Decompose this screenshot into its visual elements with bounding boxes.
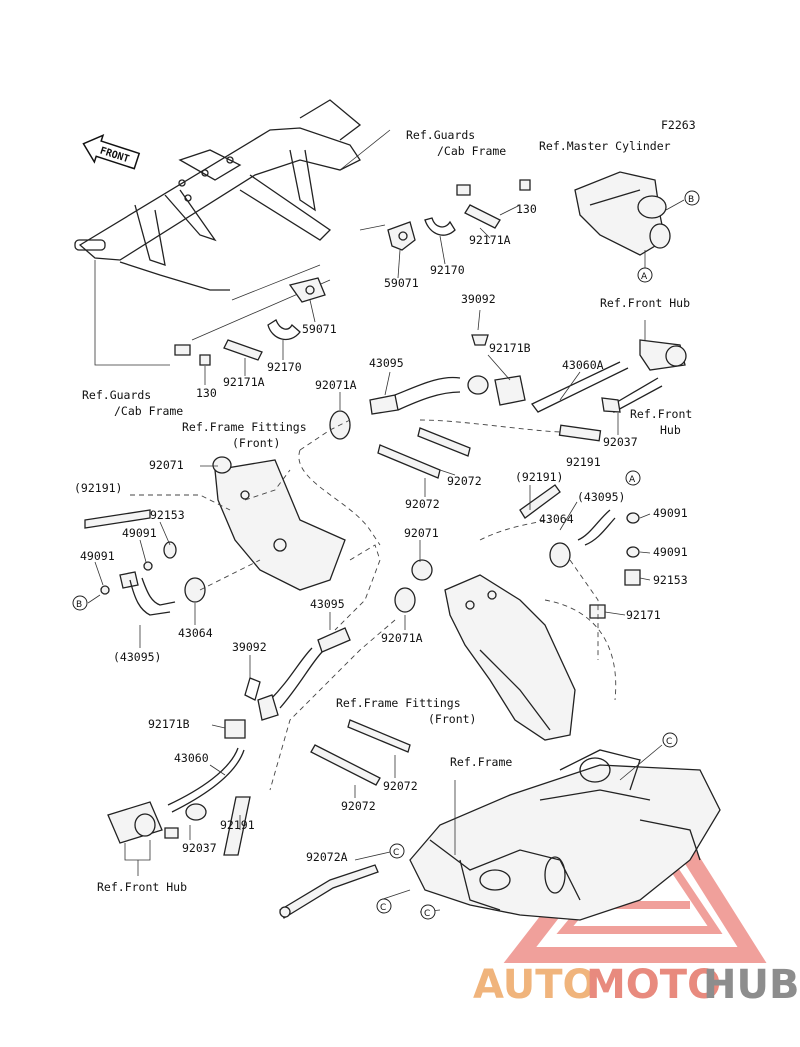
- part-43064-left: 43064: [178, 626, 213, 640]
- callout-circles: B A A B C C C C: [72, 190, 700, 920]
- part-43095-mid: 43095: [310, 597, 345, 611]
- part-92191-bottom: 92191: [220, 818, 255, 832]
- part-59071-top: 59071: [384, 276, 419, 290]
- part-92153-right: 92153: [653, 573, 688, 587]
- part-92191-right: 92191: [566, 455, 601, 469]
- ref-guards-left-2: /Cab Frame: [114, 404, 183, 418]
- front-hub-left-drawing: [107, 719, 251, 876]
- part-39092-bottom: 39092: [232, 640, 267, 654]
- part-130-mid: 130: [196, 386, 217, 400]
- part-92072-c: 92072: [383, 779, 418, 793]
- part-92191-paren-left: (92191): [74, 481, 122, 495]
- ref-front-hub-bottom: Ref.Front Hub: [97, 880, 187, 894]
- part-92037-right: 92037: [603, 435, 638, 449]
- part-92072-b: 92072: [405, 497, 440, 511]
- callout-b-left: [72, 595, 88, 611]
- part-92153-left: 92153: [150, 508, 185, 522]
- watermark-moto: MOTO: [586, 962, 721, 1008]
- callout-c-frame: [662, 732, 678, 748]
- callout-a-top-text: A: [641, 272, 648, 282]
- labels: F2263 Ref.Guards /Cab Frame Ref.Master C…: [74, 118, 696, 894]
- hose-assembly-left: [84, 494, 261, 616]
- part-92037-bottom: 92037: [182, 841, 217, 855]
- watermark-text: AUTO MOTO HUB: [473, 962, 799, 1008]
- part-92071a-mid: 92071A: [381, 631, 423, 645]
- master-cylinder-drawing: [574, 171, 685, 270]
- part-92171b-top: 92171B: [489, 341, 531, 355]
- hose-assembly-middle: [244, 544, 396, 791]
- part-49091-right-b: 49091: [653, 545, 688, 559]
- hose-assembly-upper: [298, 334, 602, 546]
- bracket-59071-mid: [174, 277, 326, 366]
- ref-master-cylinder: Ref.Master Cylinder: [539, 139, 671, 153]
- ref-frame: Ref.Frame: [450, 755, 512, 769]
- callout-c-tie-text: C: [393, 848, 399, 858]
- part-92191-paren-right: (92191): [515, 470, 563, 484]
- part-92171a-top: 92171A: [469, 233, 511, 247]
- part-92170-mid: 92170: [267, 360, 302, 374]
- ref-front-hub-top: Ref.Front Hub: [600, 296, 690, 310]
- part-92171b-bottom: 92171B: [148, 717, 190, 731]
- ref-front-hub-right-2: Hub: [660, 423, 681, 437]
- part-43095-paren-right: (43095): [577, 490, 625, 504]
- callout-b-left-text: B: [76, 600, 82, 610]
- ref-frame-fittings-upper-1: Ref.Frame Fittings: [182, 420, 307, 434]
- frame-fitting-left-drawing: [212, 456, 346, 591]
- ref-front-hub-right-1: Ref.Front: [630, 407, 692, 421]
- front-arrow-icon: FRONT: [82, 134, 141, 170]
- figure-code: F2263: [661, 118, 696, 132]
- part-49091-right-a: 49091: [653, 506, 688, 520]
- callout-c-tie: [389, 843, 405, 859]
- part-49091-left-b: 49091: [80, 549, 115, 563]
- part-43095-top: 43095: [369, 356, 404, 370]
- part-92071-left: 92071: [149, 458, 184, 472]
- ref-guards-top-2: /Cab Frame: [437, 144, 506, 158]
- part-92171-right: 92171: [626, 608, 661, 622]
- part-49091-left-a: 49091: [122, 526, 157, 540]
- leader-lines: [87, 204, 651, 861]
- bracket-59071-top: [387, 179, 531, 251]
- ref-frame-fittings-upper-2: (Front): [232, 436, 280, 450]
- watermark-auto: AUTO: [473, 962, 597, 1008]
- callout-a-top: [637, 267, 653, 283]
- part-43064-right: 43064: [539, 512, 574, 526]
- part-92072-a: 92072: [447, 474, 482, 488]
- front-hub-right-drawing: [531, 320, 687, 435]
- part-92071a-top: 92071A: [315, 378, 357, 392]
- callout-c-frame-text: C: [666, 737, 672, 747]
- part-92170-top: 92170: [430, 263, 465, 277]
- frame-drawing: [379, 744, 721, 921]
- part-39092-top: 39092: [461, 292, 496, 306]
- callout-c-left-text: C: [380, 903, 386, 913]
- callout-c-left: [376, 898, 392, 914]
- callout-c-mid: [420, 904, 436, 920]
- part-92171a-mid: 92171A: [223, 375, 265, 389]
- ref-guards-left-1: Ref.Guards: [82, 388, 151, 402]
- callout-b-top: [684, 190, 700, 206]
- part-43095-paren-left: (43095): [113, 650, 161, 664]
- guard-frame-drawing: [74, 99, 391, 366]
- part-92071-mid: 92071: [404, 526, 439, 540]
- part-43060a: 43060A: [562, 358, 604, 372]
- frame-fitting-right-drawing: [394, 559, 617, 741]
- ref-guards-top-1: Ref.Guards: [406, 128, 475, 142]
- part-92072a: 92072A: [306, 850, 348, 864]
- part-92072-d: 92072: [341, 799, 376, 813]
- ref-frame-fittings-lower-1: Ref.Frame Fittings: [336, 696, 461, 710]
- watermark-hub: HUB: [703, 962, 799, 1008]
- callout-c-mid-text: C: [424, 909, 430, 919]
- cable-ties-lower: [279, 719, 411, 919]
- callout-b-top-text: B: [688, 195, 694, 205]
- part-130-top: 130: [516, 202, 537, 216]
- part-59071-mid: 59071: [302, 322, 337, 336]
- callout-a-right-text: A: [629, 475, 636, 485]
- part-43060: 43060: [174, 751, 209, 765]
- callout-a-right: [625, 470, 641, 486]
- ref-frame-fittings-lower-2: (Front): [428, 712, 476, 726]
